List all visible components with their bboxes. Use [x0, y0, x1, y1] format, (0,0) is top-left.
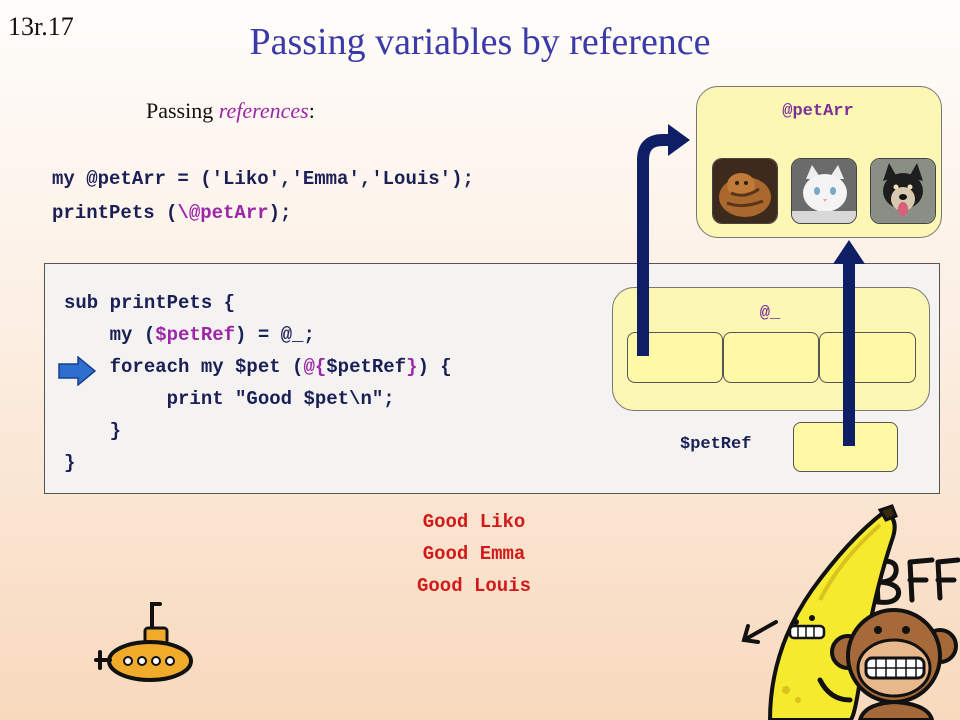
code-text: printPets ( — [52, 202, 178, 224]
code-text: my ( — [64, 324, 156, 346]
petarr-label: @petArr — [782, 102, 854, 121]
subtitle: Passing references: — [146, 98, 315, 124]
dog-husky-photo — [870, 158, 936, 224]
code-highlight: $petRef — [155, 324, 236, 346]
code-line: print "Good $pet\n"; — [64, 388, 395, 410]
args-cell — [819, 332, 916, 383]
code-text: ); — [268, 202, 292, 224]
program-output: Good Liko Good Emma Good Louis — [374, 506, 574, 602]
code-line: sub printPets { — [64, 292, 236, 314]
code-text: ) = @_; — [235, 324, 315, 346]
code-line: my @petArr = ('Liko','Emma','Louis'); — [52, 168, 474, 190]
code-line: foreach my $pet (@{$petRef}) { — [64, 351, 452, 383]
code-snippet-top: my @petArr = ('Liko','Emma','Louis'); pri… — [52, 162, 474, 230]
code-highlight: \@petArr — [177, 202, 269, 224]
subtitle-suffix: : — [308, 98, 315, 123]
code-text: foreach my $pet ( — [64, 356, 304, 378]
arrow-head-icon — [833, 240, 865, 264]
slide-title: Passing variables by reference — [249, 21, 711, 63]
petref-label: $petRef — [680, 435, 752, 454]
code-text: $petRef — [326, 356, 407, 378]
output-line: Good Louis — [416, 575, 532, 597]
code-highlight: } — [406, 356, 418, 378]
code-snippet-sub: sub printPets { my ($petRef) = @_; forea… — [64, 287, 452, 479]
code-line: } — [64, 452, 76, 474]
code-line: printPets (\@petArr); — [52, 196, 474, 230]
args-cell — [723, 332, 819, 383]
subtitle-prefix: Passing — [146, 98, 219, 123]
slide-number: 13r.17 — [8, 12, 74, 41]
subtitle-emphasis: references — [218, 98, 309, 123]
cat-white-photo — [791, 158, 857, 224]
code-line: } — [64, 420, 122, 442]
arrow-head-icon — [668, 124, 690, 156]
code-highlight: @{ — [303, 356, 327, 378]
output-line: Good Liko — [422, 511, 526, 533]
cat-tabby-photo — [712, 158, 778, 224]
current-line-arrow-icon — [58, 356, 96, 386]
output-line: Good Emma — [422, 543, 526, 565]
code-line: my ($petRef) = @_; — [64, 319, 452, 351]
args-array-label: @_ — [759, 304, 781, 323]
code-text: ) { — [417, 356, 452, 378]
